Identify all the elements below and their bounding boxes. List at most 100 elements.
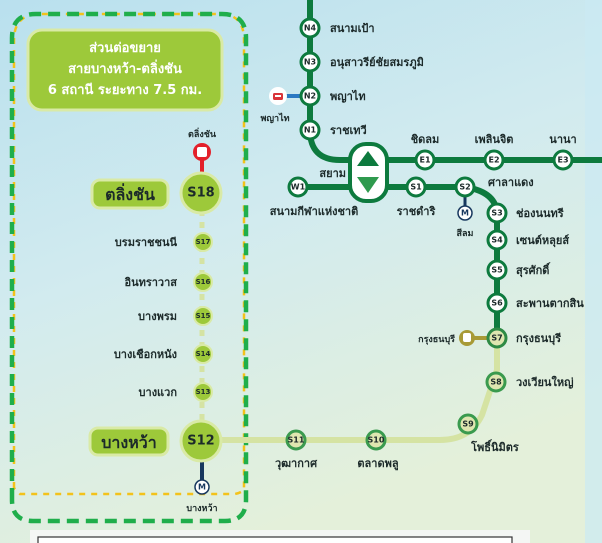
station-name: พญาไท: [330, 89, 366, 103]
station-name: สะพานตากสิน: [516, 297, 584, 310]
station-code: S1: [410, 183, 422, 192]
station-S15[interactable]: S15: [193, 306, 213, 326]
station-S2[interactable]: S2: [454, 176, 476, 198]
station-code: N2: [304, 92, 316, 101]
station-E3[interactable]: E3: [552, 149, 574, 171]
gold-line-icon: [459, 330, 475, 346]
station-S18[interactable]: S18: [179, 171, 223, 215]
station-S3[interactable]: S3: [486, 202, 508, 224]
station-S4[interactable]: S4: [486, 229, 508, 251]
station-code: S4: [491, 236, 503, 245]
station-S13[interactable]: S13: [193, 382, 213, 402]
interchange-name: กรุงธนบุรี: [418, 334, 455, 345]
station-N4[interactable]: N4: [299, 17, 321, 39]
station-S11[interactable]: S11: [285, 429, 307, 451]
station-code: N3: [304, 58, 316, 67]
bottom-panel-frame: [37, 536, 513, 543]
interchange-name: สีลม: [456, 228, 474, 239]
station-S14[interactable]: S14: [193, 344, 213, 364]
station-name: วงเวียนใหญ่: [516, 375, 573, 389]
station-code: E2: [488, 156, 499, 165]
station-S17[interactable]: S17: [193, 232, 213, 252]
station-name: บางพรม: [138, 310, 177, 323]
station-code: N4: [304, 24, 317, 33]
station-code: S15: [196, 312, 211, 320]
station-code: S7: [491, 334, 502, 343]
station-code: S6: [491, 299, 503, 308]
station-code: W1: [291, 183, 306, 192]
airport-rail-link-icon: [269, 87, 287, 105]
extension-info-box: ส่วนต่อขยาย สายบางหว้า-ตลิ่งชัน 6 สถานี …: [26, 28, 224, 112]
station-code: S10: [368, 436, 385, 445]
station-code: S16: [196, 278, 211, 286]
station-code: S9: [462, 420, 474, 429]
station-name: บางเชือกหนัง: [114, 348, 177, 361]
station-name: ศาลาแดง: [488, 176, 534, 189]
station-name-badge: [88, 426, 170, 457]
red-line-icon: [193, 143, 211, 161]
station-E2[interactable]: E2: [483, 149, 505, 171]
info-line-3: 6 สถานี ระยะทาง 7.5 กม.: [48, 82, 202, 98]
station-name: ช่องนนทรี: [516, 207, 564, 220]
station-code: S14: [196, 350, 211, 358]
station-name: บางแวก: [139, 386, 178, 399]
station-N2[interactable]: N2: [299, 85, 321, 107]
green-dashed-frame: [9, 11, 249, 524]
station-name: วุฒากาศ: [275, 457, 318, 471]
station-code: S13: [196, 388, 211, 396]
station-E1[interactable]: E1: [414, 149, 436, 171]
station-name: สนามเป้า: [330, 22, 375, 35]
station-code: E1: [419, 156, 430, 165]
station-code: S11: [288, 436, 305, 445]
station-name: ราชดำริ: [397, 205, 436, 218]
station-name: อนุสาวรีย์ชัยสมรภูมิ: [330, 56, 424, 70]
station-code: E3: [557, 156, 568, 165]
interchange-name: บางหว้า: [186, 503, 217, 514]
station-name: กรุงธนบุรี: [516, 332, 561, 346]
svg-text:M: M: [461, 209, 469, 218]
station-name: เซนต์หลุยส์: [516, 234, 569, 248]
mrt-icon: M: [457, 205, 473, 221]
interchange-name: ตลิ่งชัน: [188, 127, 217, 140]
station-N1[interactable]: N1: [299, 119, 321, 141]
svg-text:M: M: [198, 483, 206, 492]
station-code: N1: [304, 126, 317, 135]
up-arrow-icon: [357, 151, 379, 166]
info-line-2: สายบางหว้า-ตลิ่งชัน: [68, 59, 182, 77]
station-N3[interactable]: N3: [299, 51, 321, 73]
mrt-icon: M: [194, 479, 210, 495]
station-S12[interactable]: S12: [179, 419, 223, 463]
station-name: อินทราวาส: [124, 276, 177, 289]
interchange-name: พญาไท: [260, 112, 289, 124]
station-S6[interactable]: S6: [486, 292, 508, 314]
station-code: S17: [196, 238, 211, 246]
down-arrow-icon: [357, 177, 379, 193]
station-code: S3: [491, 209, 502, 218]
station-name: ตลาดพลู: [357, 457, 398, 471]
station-name: ตลิ่งชัน: [105, 183, 155, 204]
station-code: S8: [490, 378, 502, 387]
station-name: บรมราชชนนี: [115, 236, 178, 249]
station-W1[interactable]: W1: [287, 176, 309, 198]
station-name-siam: สยาม: [319, 167, 346, 180]
station-code: S2: [459, 183, 470, 192]
station-S7[interactable]: S7: [486, 327, 508, 349]
info-line-1: ส่วนต่อขยาย: [89, 41, 161, 56]
station-name: เพลินจิต: [475, 133, 514, 146]
station-S16[interactable]: S16: [193, 272, 213, 292]
siam-hub-station[interactable]: [348, 142, 389, 203]
station-name: ชิดลม: [411, 133, 440, 146]
station-name: นานา: [549, 133, 576, 146]
station-name: บางหว้า: [101, 433, 156, 452]
station-S10[interactable]: S10: [365, 429, 387, 451]
station-code: S12: [187, 434, 214, 449]
station-S8[interactable]: S8: [485, 371, 507, 393]
station-S9[interactable]: S9: [457, 413, 479, 435]
station-name: สนามกีฬาแห่งชาติ: [270, 205, 359, 218]
station-code: S5: [491, 266, 503, 275]
station-S1[interactable]: S1: [405, 176, 427, 198]
station-S5[interactable]: S5: [486, 259, 508, 281]
station-name-badge: [90, 178, 170, 210]
station-name: สุรศักดิ์: [516, 262, 551, 278]
